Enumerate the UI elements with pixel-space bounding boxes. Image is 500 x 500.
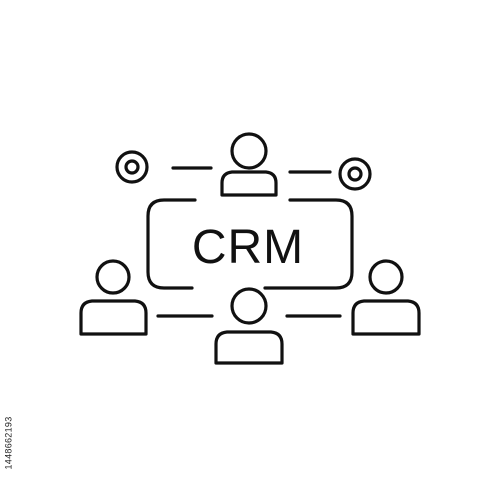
stock-id-label: 1448662193	[2, 388, 16, 498]
stock-id-text: 1448662193	[4, 416, 14, 470]
crm-label: CRM	[192, 221, 304, 274]
crm-box-outline	[146, 198, 354, 290]
person-icon-bottom	[214, 287, 284, 365]
person-icon-right	[351, 259, 421, 336]
crm-box: CRM	[146, 198, 354, 290]
target-icon-left	[115, 150, 149, 184]
person-icon-top	[220, 132, 278, 197]
target-icon-right	[338, 157, 372, 191]
person-icon-left	[79, 259, 148, 336]
